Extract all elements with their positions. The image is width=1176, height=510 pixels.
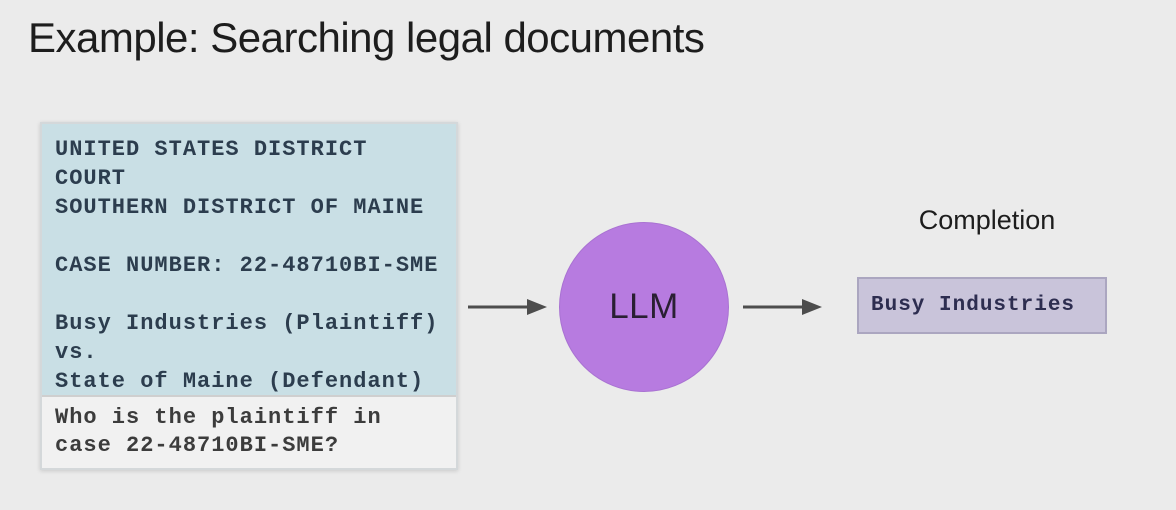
arrow-right-icon bbox=[468, 299, 547, 315]
page-title: Example: Searching legal documents bbox=[28, 14, 705, 61]
arrow-right-icon bbox=[743, 299, 822, 315]
completion-box: Busy Industries bbox=[857, 277, 1107, 334]
prompt-question-text: Who is the plaintiff in case 22-48710BI-… bbox=[42, 395, 456, 468]
prompt-document-text: UNITED STATES DISTRICT COURT SOUTHERN DI… bbox=[42, 124, 456, 395]
completion-heading: Completion bbox=[918, 205, 1056, 235]
legal-document-card: UNITED STATES DISTRICT COURT SOUTHERN DI… bbox=[40, 122, 458, 470]
llm-node: LLM bbox=[559, 222, 729, 392]
completion-value: Busy Industries bbox=[871, 294, 1076, 317]
llm-label: LLM bbox=[609, 287, 679, 326]
